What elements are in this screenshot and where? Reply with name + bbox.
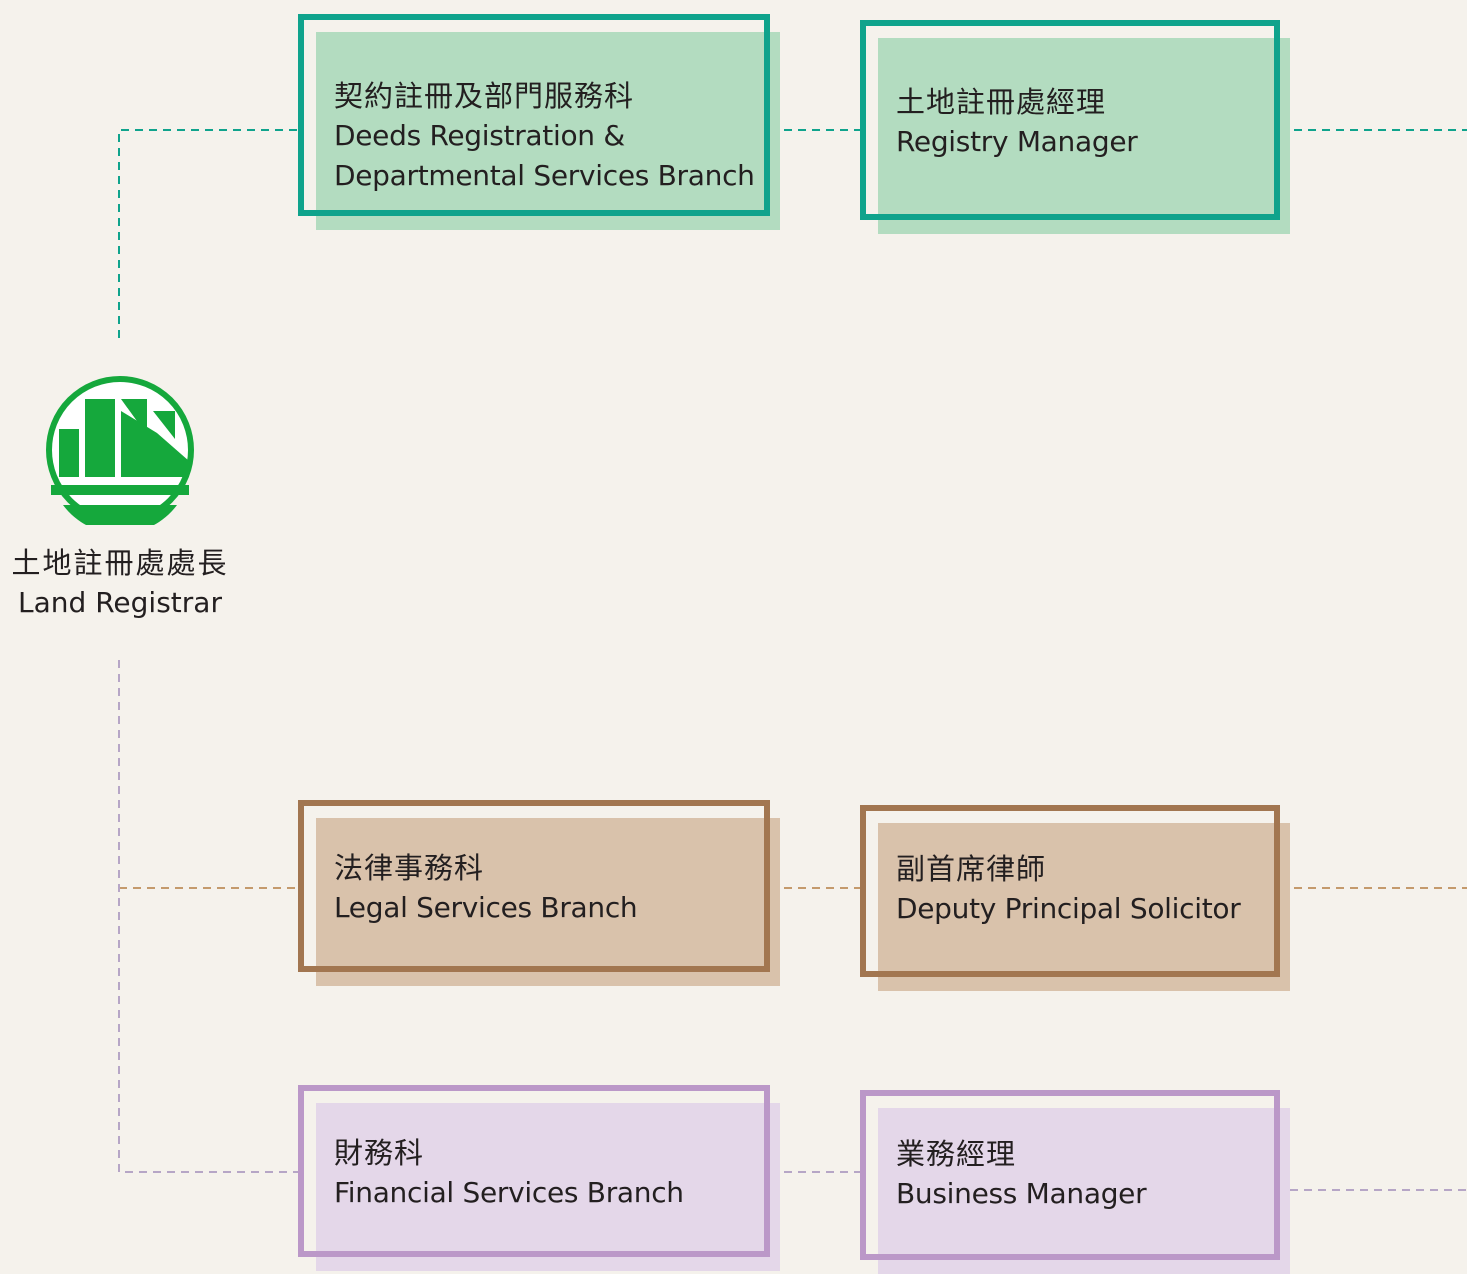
financial-services-branch-box: 財務科 Financial Services Branch xyxy=(298,1085,780,1271)
branch-label: 契約註冊及部門服務科 Deeds Registration & Departme… xyxy=(334,76,762,196)
business-manager-box: 業務經理 Business Manager xyxy=(860,1090,1290,1274)
branch-name-zh: 財務科 xyxy=(334,1136,425,1170)
connector-green-vertical xyxy=(118,129,298,338)
box-frame xyxy=(298,14,770,216)
branch-name-en: Legal Services Branch xyxy=(334,891,638,924)
head-title-en: Registry Manager xyxy=(896,125,1138,158)
box-frame xyxy=(298,800,770,972)
box-fill xyxy=(878,1108,1290,1274)
box-fill xyxy=(316,818,780,986)
head-title-zh: 副首席律師 xyxy=(896,852,1047,886)
box-fill xyxy=(878,823,1290,991)
head-title-en: Business Manager xyxy=(896,1177,1147,1210)
branch-name-zh: 法律事務科 xyxy=(334,851,485,885)
box-frame xyxy=(298,1085,770,1257)
head-label: 土地註冊處經理 Registry Manager xyxy=(896,82,1272,162)
branch-name-en: Financial Services Branch xyxy=(334,1176,684,1209)
box-frame xyxy=(860,1090,1280,1260)
deeds-registration-branch-box: 契約註冊及部門服務科 Deeds Registration & Departme… xyxy=(298,14,780,230)
box-fill xyxy=(316,32,780,230)
head-title-zh: 業務經理 xyxy=(896,1137,1017,1171)
registrar-title-en: Land Registrar xyxy=(18,586,222,619)
branch-name-en-line1: Deeds Registration & xyxy=(334,119,625,152)
branch-name-zh: 契約註冊及部門服務科 xyxy=(334,79,635,113)
registrar-title-zh: 土地註冊處處長 xyxy=(11,546,229,580)
head-title-en: Deputy Principal Solicitor xyxy=(896,892,1241,925)
land-registry-logo-icon xyxy=(46,376,194,525)
deputy-principal-solicitor-box: 副首席律師 Deputy Principal Solicitor xyxy=(860,805,1290,991)
head-label: 業務經理 Business Manager xyxy=(896,1134,1272,1214)
connector-purple-vertical xyxy=(118,660,298,1173)
land-registrar-caption: 土地註冊處處長 Land Registrar xyxy=(0,543,240,623)
branch-label: 財務科 Financial Services Branch xyxy=(334,1133,762,1213)
box-frame xyxy=(860,805,1280,977)
branch-name-en-line2: Departmental Services Branch xyxy=(334,159,755,192)
branch-label: 法律事務科 Legal Services Branch xyxy=(334,848,762,928)
legal-services-branch-box: 法律事務科 Legal Services Branch xyxy=(298,800,780,986)
box-fill xyxy=(878,38,1290,234)
registry-manager-box: 土地註冊處經理 Registry Manager xyxy=(860,20,1290,234)
head-label: 副首席律師 Deputy Principal Solicitor xyxy=(896,849,1272,929)
box-frame xyxy=(860,20,1280,220)
box-fill xyxy=(316,1103,780,1271)
head-title-zh: 土地註冊處經理 xyxy=(896,85,1107,119)
